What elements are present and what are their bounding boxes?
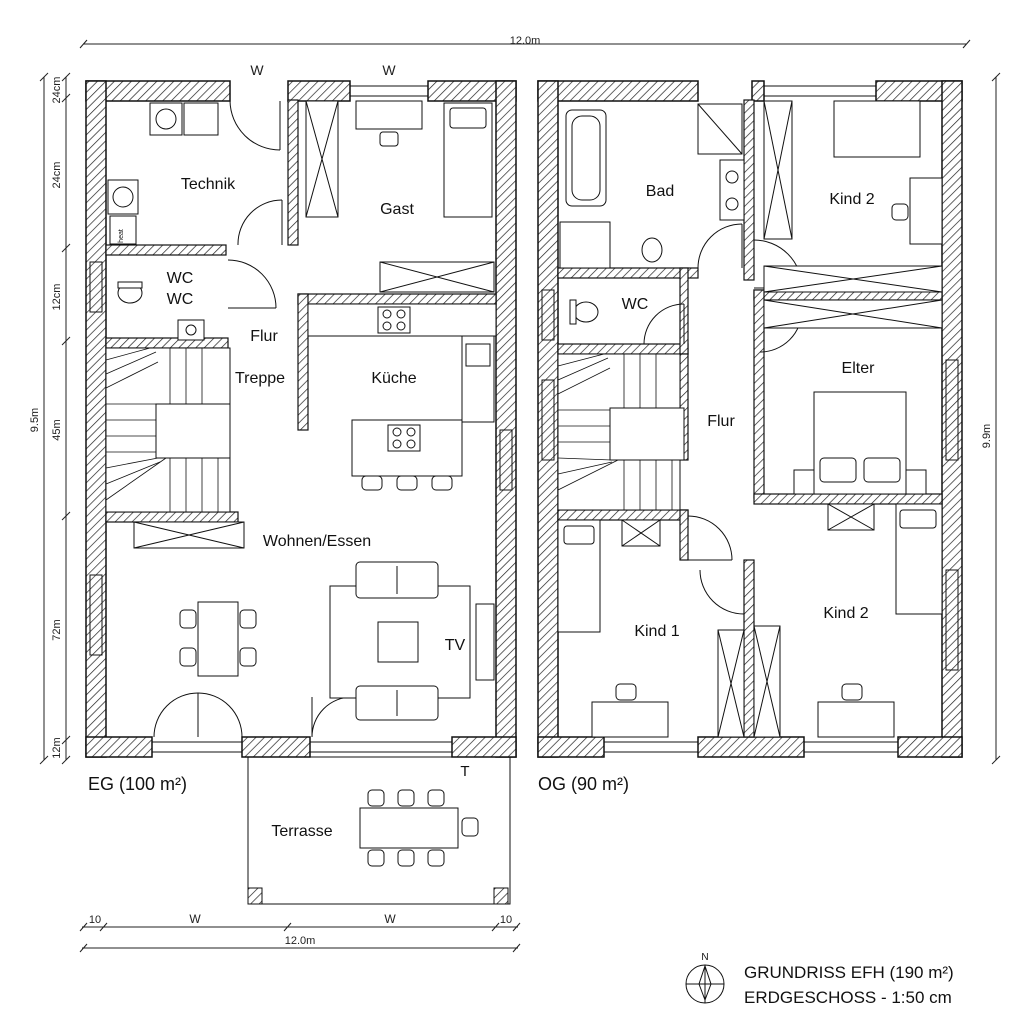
terrasse-t-mark: T: [460, 763, 469, 780]
room-label-bad: Bad: [646, 183, 674, 200]
room-label-wohnen-essen: Wohnen/Essen: [263, 533, 371, 550]
left-dimension: [39, 72, 71, 765]
room-label-wc-2: WC: [167, 291, 194, 308]
bottom-dimension: [79, 922, 521, 953]
room-label-terrasse: Terrasse: [271, 823, 332, 840]
bottom-10a-dim: 10: [89, 914, 101, 926]
room-label-kind1: Kind 1: [634, 623, 679, 640]
right-total-dim: 9.9m: [981, 424, 993, 448]
bottom-window-label-1: W: [189, 912, 201, 926]
kind1-desk-icon: [591, 701, 669, 738]
og-floor: Bad Kind 2 WC Flur Elter Kind 1 Kind 2 O…: [537, 80, 963, 794]
og-outer-walls: [537, 80, 963, 758]
north-label: N: [701, 952, 708, 963]
room-label-flur: Flur: [250, 328, 278, 345]
room-label-kind2-top: Kind 2: [829, 191, 874, 208]
legend-title-1: GRUNDRISS EFH (190 m²): [744, 963, 954, 982]
kind2-bed-icon: [833, 100, 921, 158]
room-label-kueche: Küche: [371, 370, 416, 387]
og-windows: [541, 85, 959, 753]
bottom-window-label-2: W: [384, 912, 396, 926]
room-label-og-flur: Flur: [707, 413, 735, 430]
top-window-label-2: W: [382, 62, 396, 78]
eg-furniture: [105, 100, 497, 721]
og-furniture: [557, 100, 943, 738]
eg-stair-treads: [105, 347, 219, 512]
room-label-technik: Technik: [181, 176, 236, 193]
og-bath-toilet-icon: [641, 237, 663, 263]
terrasse-table-icon: [359, 807, 459, 849]
room-label-elter: Elter: [842, 360, 876, 377]
eg-doors: [153, 100, 353, 738]
terrasse-furniture: [359, 789, 479, 867]
room-label-tv: TV: [445, 637, 466, 654]
right-dimension: [991, 72, 1001, 765]
top-total-dim: 12.0m: [510, 35, 541, 47]
top-dimension: [79, 39, 971, 49]
left-seg2-dim: 24cm: [51, 162, 63, 189]
legend-title-2: ERDGESCHOSS - 1:50 cm: [744, 988, 952, 1007]
left-seg3-dim: 12cm: [51, 284, 63, 311]
og-title: OG (90 m²): [538, 774, 629, 794]
room-label-og-wc: WC: [622, 296, 649, 313]
kind2-desk-icon: [909, 177, 943, 245]
terrasse-outline: [247, 756, 511, 905]
top-window-label-1: W: [250, 62, 264, 78]
dining-table-icon: [197, 601, 239, 677]
left-seg6-dim: 12m: [51, 737, 63, 758]
room-label-gast: Gast: [380, 201, 414, 218]
og-toilet-icon: [573, 301, 599, 323]
og-stair-treads: [557, 353, 673, 510]
eg-windows: [89, 85, 513, 753]
heat-label: heat: [118, 229, 125, 243]
room-label-kind2-bottom: Kind 2: [823, 605, 868, 622]
left-seg1-dim: 24cm: [51, 77, 63, 104]
left-total-dim: 9.5m: [29, 408, 41, 432]
bad-cabinet: [559, 221, 611, 269]
left-seg5-dim: 72m: [51, 619, 63, 640]
coffee-table-icon: [377, 621, 419, 663]
left-seg4-dim: 45m: [51, 419, 63, 440]
room-label-wc-1: WC: [167, 270, 194, 287]
bottom-total-dim: 12.0m: [285, 935, 316, 947]
double-sink-icon: [719, 159, 745, 221]
eg-title: EG (100 m²): [88, 774, 187, 794]
desk-icon: [355, 100, 423, 130]
bottom-10b-dim: 10: [500, 914, 512, 926]
room-label-treppe: Treppe: [235, 370, 285, 387]
north-arrow-icon: [685, 964, 725, 1004]
eg-interior-walls: [105, 99, 497, 523]
tv-icon: [475, 603, 495, 681]
kind2b-desk-icon: [817, 701, 895, 738]
eg-floor: Technik Gast WC WC Flur Treppe Küche Woh…: [85, 80, 517, 905]
